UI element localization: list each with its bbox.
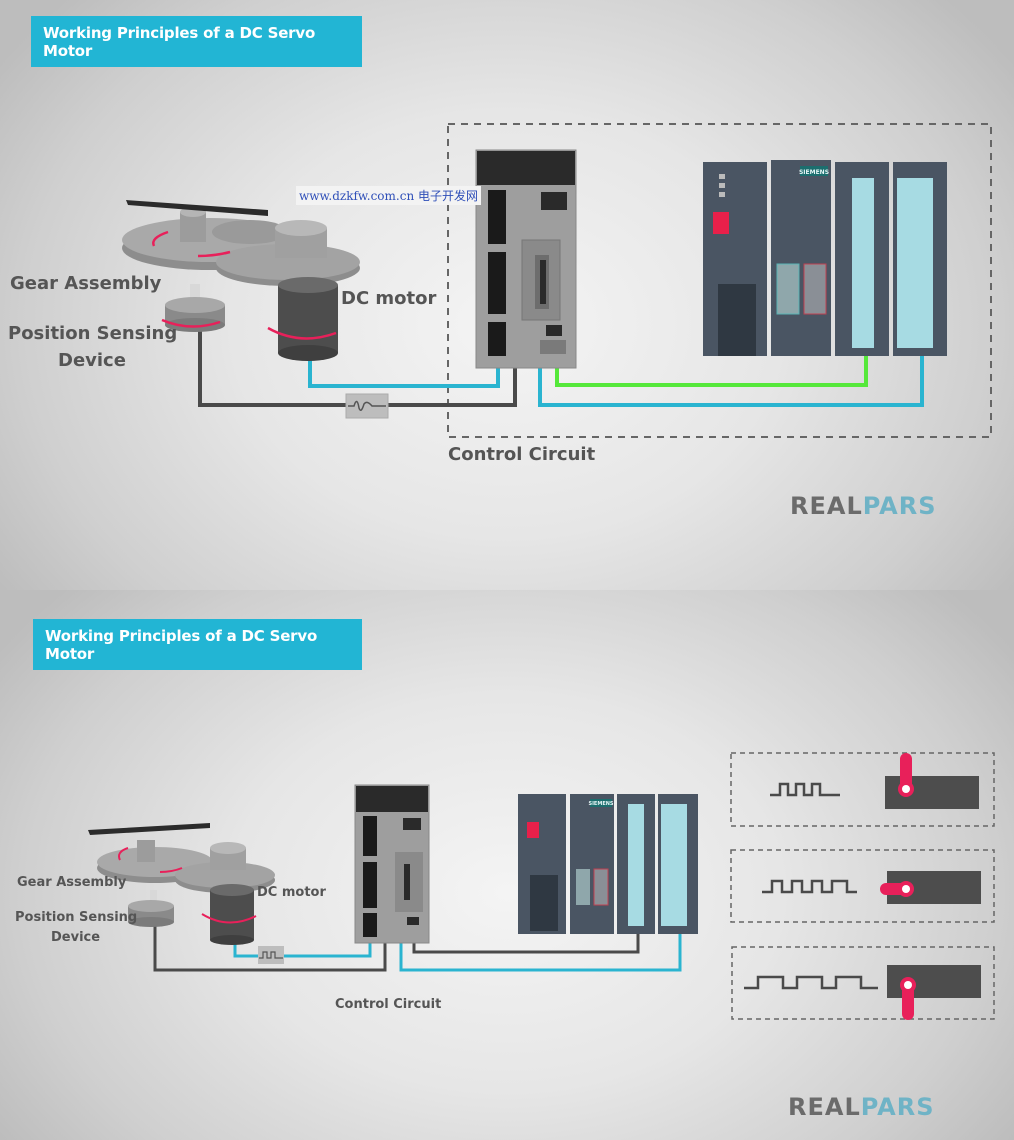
motor-wire xyxy=(233,930,372,958)
position-sensing-device xyxy=(161,284,225,332)
pulse-example-2 xyxy=(730,849,995,923)
gear-assembly xyxy=(88,823,275,893)
plc-brand-label: SIEMENS xyxy=(799,169,829,176)
pulse-example-3 xyxy=(731,946,995,1020)
servo-diagram-top: SIEMENS xyxy=(122,123,992,438)
label-position-sensing-device: Device xyxy=(58,350,126,371)
plc-brand-label: SIEMENS xyxy=(588,801,613,807)
motor-wire xyxy=(308,345,500,388)
label-control-circuit: Control Circuit xyxy=(335,997,442,1012)
label-gear-assembly: Gear Assembly xyxy=(10,273,162,294)
label-control-circuit: Control Circuit xyxy=(448,444,596,465)
feedback-wire xyxy=(153,910,387,972)
pulse-signal-box xyxy=(258,946,284,964)
plc-wire-blue xyxy=(538,355,924,407)
diagram-panel-top: Working Principles of a DC Servo Motor xyxy=(0,0,1014,590)
feedback-signal-box xyxy=(345,393,389,419)
title-banner: Working Principles of a DC Servo Motor xyxy=(33,619,362,670)
label-dc-motor: DC motor xyxy=(257,885,326,900)
gear-assembly xyxy=(122,200,360,286)
logo-part-real: REAL xyxy=(788,1093,861,1121)
realpars-logo: REALPARS xyxy=(788,1093,934,1121)
diagram-panel-bottom: Working Principles of a DC Servo Motor xyxy=(0,590,1014,1140)
watermark: www.dzkfw.com.cn 电子开发网 xyxy=(296,186,481,205)
logo-part-pars: PARS xyxy=(862,492,937,520)
logo-part-pars: PARS xyxy=(860,1093,935,1121)
servo-drive xyxy=(354,784,430,944)
plc-wire-blue xyxy=(399,930,682,972)
plc-rack: SIEMENS xyxy=(518,794,698,934)
dc-motor xyxy=(267,277,338,361)
realpars-logo: REALPARS xyxy=(790,492,936,520)
servo-drive xyxy=(475,149,577,369)
label-position-sensing: Position Sensing xyxy=(15,910,138,925)
plc-rack: SIEMENS xyxy=(703,160,947,356)
position-sensing-device xyxy=(128,890,174,927)
title-banner: Working Principles of a DC Servo Motor xyxy=(31,16,362,67)
logo-part-real: REAL xyxy=(790,492,863,520)
plc-wire-green xyxy=(555,355,868,387)
servo-diagram-bottom: SIEMENS xyxy=(88,752,995,1020)
label-position-sensing: Position Sensing xyxy=(8,323,178,344)
label-gear-assembly: Gear Assembly xyxy=(17,875,127,890)
dc-motor xyxy=(201,884,257,945)
label-dc-motor: DC motor xyxy=(341,288,437,309)
label-position-sensing-device: Device xyxy=(51,930,101,945)
pulse-example-1 xyxy=(730,752,995,827)
